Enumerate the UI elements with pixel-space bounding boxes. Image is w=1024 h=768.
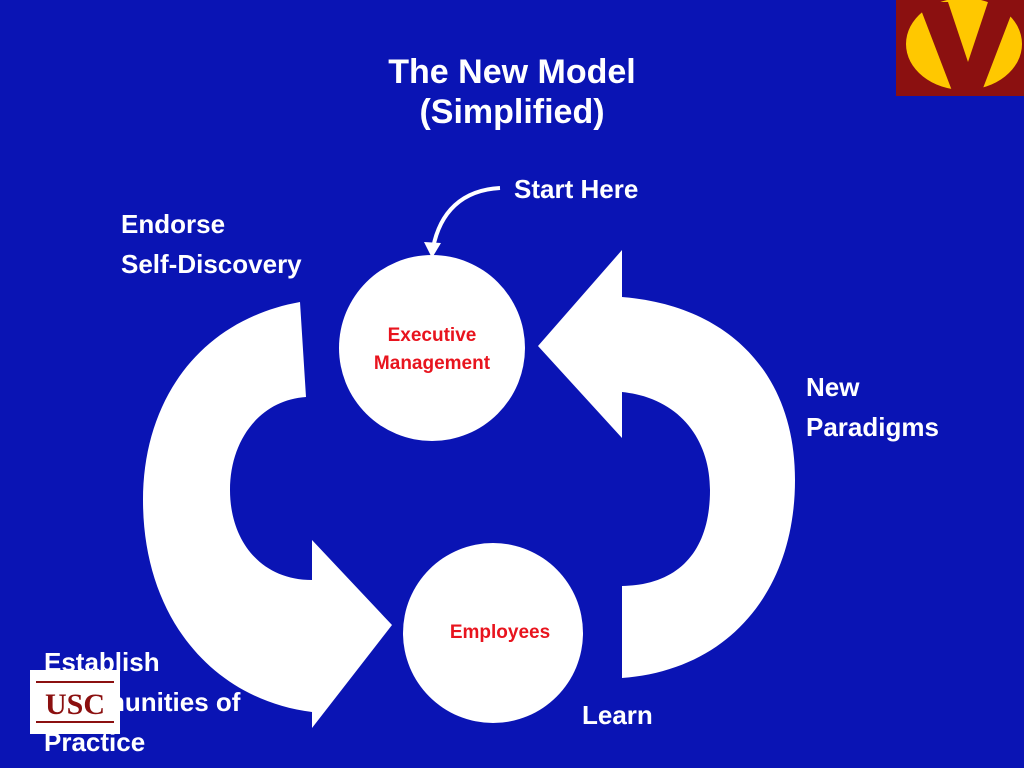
start-here-label: Start Here <box>514 174 639 204</box>
right-cycle-arrow <box>538 250 795 678</box>
title-line-1: The New Model <box>388 53 636 91</box>
endorse-line-1: Endorse <box>121 209 226 239</box>
start-here-pointer <box>431 186 501 249</box>
executive-management-label: Executive Management <box>342 322 522 378</box>
executive-label-line-2: Management <box>373 353 491 374</box>
usc-logo-mark: USC <box>30 670 120 734</box>
employees-node-circle <box>403 543 583 723</box>
employees-label: Employees <box>449 622 551 643</box>
executive-node-circle <box>339 255 525 441</box>
usc-logo-text: USC <box>45 688 105 721</box>
new-paradigms-line-1: New <box>806 372 860 402</box>
new-paradigms-label: New Paradigms <box>806 367 939 447</box>
endorse-line-2: Self-Discovery <box>121 249 302 279</box>
v-logo <box>896 0 1024 96</box>
usc-logo: USC <box>30 670 120 734</box>
slide-title: The New Model (Simplified) <box>262 52 762 132</box>
endorse-self-discovery-label: Endorse Self-Discovery <box>121 204 302 284</box>
new-paradigms-line-2: Paradigms <box>806 412 939 442</box>
executive-label-line-1: Executive <box>387 325 477 346</box>
start-here-arrowhead <box>424 242 441 258</box>
title-line-2: (Simplified) <box>419 93 605 131</box>
left-cycle-arrow <box>143 302 392 728</box>
learn-label: Learn <box>582 700 653 730</box>
